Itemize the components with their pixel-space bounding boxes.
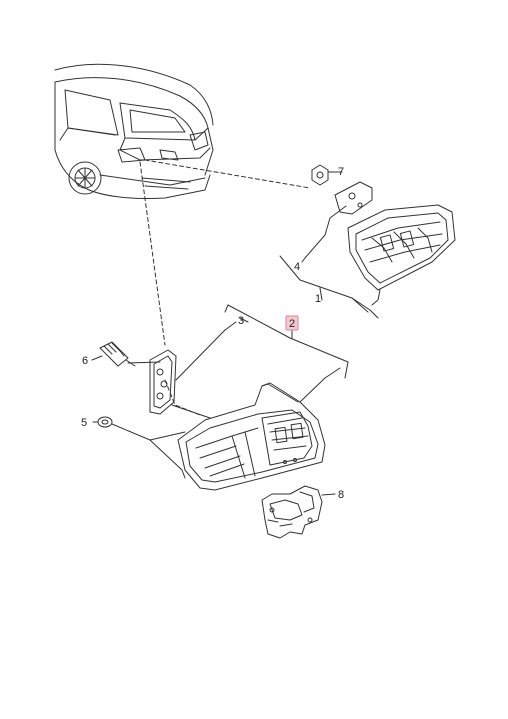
callout-8: 8 xyxy=(338,489,344,501)
leader-car-to-inner-lamp xyxy=(144,159,311,189)
group-line-2 xyxy=(227,304,349,379)
part-4-bracket xyxy=(304,181,373,259)
callout-labels: 1 2 3 4 5 6 7 8 xyxy=(81,166,344,501)
outer-tail-lamp xyxy=(177,367,341,491)
car-rear-illustration xyxy=(54,63,214,199)
callout-2: 2 xyxy=(289,318,295,330)
inner-tail-lamp xyxy=(347,204,456,306)
callout-6: 6 xyxy=(82,355,88,367)
part-3-gasket xyxy=(149,321,237,419)
callout-4: 4 xyxy=(294,261,300,273)
part-7-nut xyxy=(311,164,337,186)
part-8-control-unit xyxy=(261,485,336,539)
part-5-washer xyxy=(97,416,186,479)
callout-1: 1 xyxy=(315,293,321,305)
leader-car-to-outer-lamp xyxy=(139,161,166,346)
part-6-screw xyxy=(99,341,161,367)
callout-2-highlight xyxy=(285,315,299,331)
callout-7: 7 xyxy=(338,166,344,178)
callout-3: 3 xyxy=(238,315,244,327)
callout-5: 5 xyxy=(81,417,87,429)
